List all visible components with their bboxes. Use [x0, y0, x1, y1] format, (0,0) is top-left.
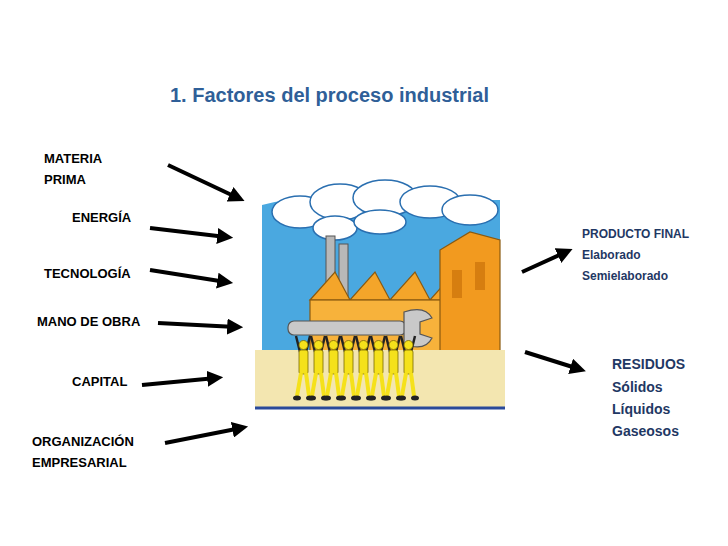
- worker-leg: [366, 373, 369, 396]
- worker-leg: [312, 373, 316, 396]
- worker-leg: [411, 373, 414, 396]
- output-heading: PRODUCTO FINAL: [582, 225, 722, 244]
- arrows: [142, 165, 579, 443]
- worker-boot: [353, 396, 361, 401]
- worker-head: [344, 341, 353, 350]
- ground-line: [255, 407, 505, 410]
- worker-body: [314, 350, 323, 374]
- input-factor-label: ENERGÍA: [72, 208, 182, 229]
- output-item: Líquidos: [612, 398, 722, 420]
- smoke-clouds: [272, 180, 498, 240]
- window: [475, 262, 485, 290]
- wrench-handle: [288, 321, 406, 335]
- worker-leg: [372, 373, 376, 396]
- worker-head: [374, 341, 383, 350]
- worker-leg: [327, 373, 331, 396]
- worker-head: [299, 341, 308, 350]
- worker-leg: [342, 373, 346, 396]
- input-arrow: [158, 323, 236, 327]
- input-arrow: [165, 428, 241, 443]
- worker-body: [404, 350, 413, 374]
- output-item: Elaborado: [582, 246, 722, 265]
- worker-boot: [338, 396, 346, 401]
- ground: [255, 350, 505, 408]
- worker-boot: [323, 396, 331, 401]
- worker-head: [404, 341, 413, 350]
- input-arrow: [150, 270, 226, 282]
- output-item: Semielaborado: [582, 267, 722, 286]
- input-factor-label: CAPITAL: [72, 372, 182, 393]
- worker-leg: [402, 373, 406, 396]
- worker-body: [389, 350, 398, 374]
- input-arrow: [168, 165, 238, 198]
- input-factor-label: MANO DE OBRA: [37, 312, 167, 333]
- worker-leg: [381, 373, 384, 396]
- cloud: [442, 195, 498, 225]
- worker-head: [314, 341, 323, 350]
- worker-boot: [411, 396, 419, 401]
- diagram-title: 1. Factores del proceso industrial: [170, 84, 590, 107]
- worker-boot: [293, 396, 301, 401]
- cloud: [354, 210, 406, 234]
- worker-body: [329, 350, 338, 374]
- worker-leg: [357, 373, 361, 396]
- worker-boot: [383, 396, 391, 401]
- worker-head: [329, 341, 338, 350]
- worker-leg: [351, 373, 354, 396]
- worker-boot: [308, 396, 316, 401]
- output-arrow: [525, 352, 579, 369]
- factory-roof: [310, 272, 460, 300]
- worker-leg: [336, 373, 339, 396]
- worker-leg: [321, 373, 324, 396]
- worker-body: [344, 350, 353, 374]
- worker-leg: [396, 373, 399, 396]
- output-item: Gaseosos: [612, 420, 722, 442]
- input-arrow: [142, 378, 216, 385]
- output-heading: RESIDUOS: [612, 353, 722, 375]
- output-item: Sólidos: [612, 376, 722, 398]
- input-factor-label: ORGANIZACIÓN EMPRESARIAL: [32, 431, 147, 473]
- input-arrow: [150, 228, 226, 237]
- window: [452, 270, 462, 298]
- worker-leg: [297, 373, 301, 396]
- workers: [293, 336, 419, 401]
- worker-leg: [306, 373, 309, 396]
- output-arrow: [522, 252, 566, 272]
- worker-body: [299, 350, 308, 374]
- worker-body: [359, 350, 368, 374]
- worker-body: [374, 350, 383, 374]
- worker-head: [389, 341, 398, 350]
- worker-head: [359, 341, 368, 350]
- worker-boot: [368, 396, 376, 401]
- input-factor-label: MATERIA PRIMA: [44, 148, 124, 190]
- factory-tower: [440, 232, 500, 360]
- worker-leg: [387, 373, 391, 396]
- worker-boot: [398, 396, 406, 401]
- input-factor-label: TECNOLOGÍA: [44, 264, 174, 285]
